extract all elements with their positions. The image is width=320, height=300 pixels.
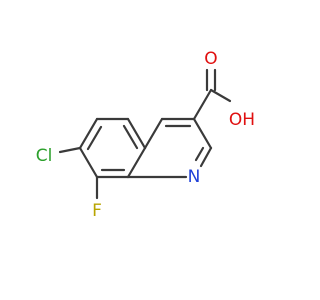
atom-f-label: F bbox=[92, 201, 102, 221]
atom-oh-label: OH bbox=[229, 110, 255, 130]
molecule-drawing: Cl F N O OH bbox=[36, 49, 255, 221]
bond-c2-n1-inner bbox=[194, 146, 205, 162]
atom-n-label: N bbox=[188, 167, 201, 187]
bond-c7-c8 bbox=[78, 146, 99, 179]
bond-c8a-c4a bbox=[126, 146, 147, 179]
atom-o-carbonyl-label: O bbox=[204, 49, 217, 69]
structure-canvas: Cl F N O OH bbox=[36, 49, 255, 221]
bond-c-oh bbox=[209, 88, 232, 103]
atom-cl-label: Cl bbox=[36, 146, 53, 166]
bond-c2-n1 bbox=[199, 146, 213, 168]
bond-c6-c7 bbox=[78, 117, 99, 150]
bond-c6-c7-inner bbox=[86, 125, 103, 151]
bond-c4a-c4 bbox=[143, 117, 164, 150]
bond-c3-ccooh bbox=[192, 88, 213, 121]
bond-c4a-c5 bbox=[126, 117, 147, 150]
bond-c3-c2 bbox=[192, 117, 213, 150]
bond-c7-cl bbox=[58, 146, 82, 154]
bond-c4a-c5-inner bbox=[122, 124, 139, 150]
